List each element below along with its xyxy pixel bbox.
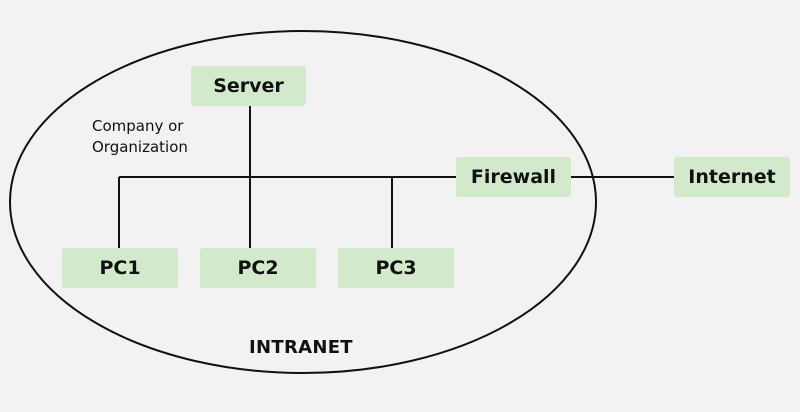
server-node: Server xyxy=(191,66,306,106)
internet-label: Internet xyxy=(688,166,776,188)
pc1-label: PC1 xyxy=(99,257,141,279)
pc2-node: PC2 xyxy=(200,248,316,288)
server-label: Server xyxy=(213,75,284,97)
firewall-label: Firewall xyxy=(470,166,557,188)
pc2-label: PC2 xyxy=(237,257,279,279)
internet-node: Internet xyxy=(674,157,790,197)
intranet-label: INTRANET xyxy=(249,337,353,358)
company-annotation-line2: Organization xyxy=(92,138,188,156)
pc3-label: PC3 xyxy=(375,257,417,279)
intranet-boundary-ellipse xyxy=(9,30,597,374)
company-annotation-line1: Company or xyxy=(92,117,184,135)
company-annotation: Company or Organization xyxy=(92,116,188,158)
firewall-node: Firewall xyxy=(456,157,571,197)
pc3-node: PC3 xyxy=(338,248,454,288)
pc1-node: PC1 xyxy=(62,248,178,288)
